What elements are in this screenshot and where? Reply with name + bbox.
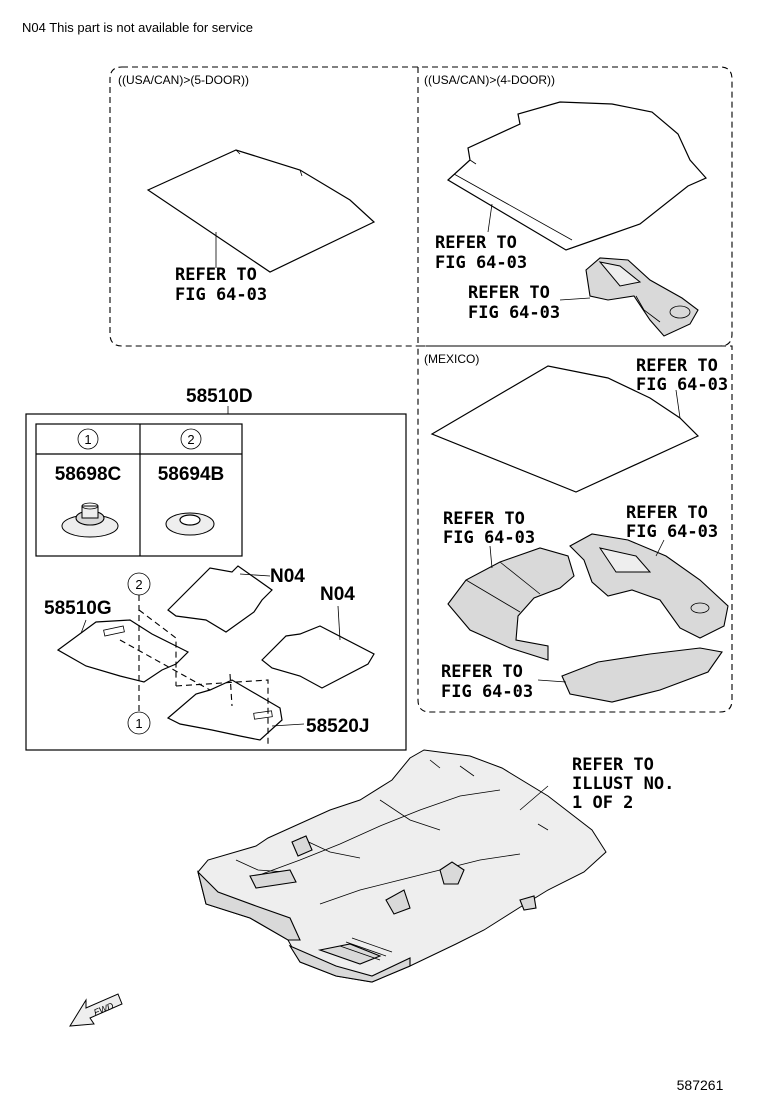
clip1-part-number: 58698C bbox=[55, 464, 122, 485]
floor-carpet-assembly bbox=[196, 749, 607, 983]
ref-4-door-board-line2: FIG 64-03 bbox=[435, 253, 527, 273]
illust-ref-line2: ILLUST NO. bbox=[572, 774, 674, 794]
ref-5-door-line2: FIG 64-03 bbox=[175, 285, 267, 305]
leader-4-door-board bbox=[487, 203, 493, 233]
section-label-4-door: ((USA/CAN)>(4-DOOR)) bbox=[424, 73, 555, 87]
ref-mexico-board-line1: REFER TO bbox=[636, 356, 718, 376]
clip2-index-circle bbox=[180, 428, 202, 450]
ref-mexico-bottom-line2: FIG 64-03 bbox=[441, 682, 533, 702]
callout-1-circle bbox=[127, 711, 151, 735]
ref-mexico-board-line2: FIG 64-03 bbox=[636, 375, 728, 395]
ref-mexico-box-line2: FIG 64-03 bbox=[626, 522, 718, 542]
leader-mexico-box bbox=[655, 539, 665, 557]
clip2-index: 2 bbox=[187, 432, 194, 447]
illust-ref-line3: 1 OF 2 bbox=[572, 793, 633, 813]
mat-front-58510G bbox=[56, 619, 190, 683]
mexico-group-border bbox=[417, 345, 733, 713]
leader-mat-rear bbox=[271, 723, 305, 727]
clip2-part-number: 58694B bbox=[158, 464, 225, 485]
callout-2: 2 bbox=[135, 577, 142, 592]
side-trim-mexico bbox=[447, 547, 575, 661]
tire-box-mexico bbox=[569, 533, 729, 639]
tire-box-4-door bbox=[585, 257, 699, 337]
deck-board-5-door bbox=[146, 149, 376, 273]
leader-n04-a bbox=[239, 573, 271, 577]
fwd-arrow-icon: FWD bbox=[69, 993, 123, 1027]
leader-4-door-box bbox=[559, 297, 591, 301]
kit-box bbox=[25, 413, 407, 751]
deck-board-4-door bbox=[446, 101, 707, 251]
ref-mexico-side-line1: REFER TO bbox=[443, 509, 525, 529]
clip2-drawing bbox=[165, 512, 215, 536]
ref-mexico-box-line1: REFER TO bbox=[626, 503, 708, 523]
ref-4-door-board-line1: REFER TO bbox=[435, 233, 517, 253]
clip1-index: 1 bbox=[84, 432, 91, 447]
mat-front-part-number: 58510G bbox=[44, 598, 112, 619]
mat-rear-58520J bbox=[166, 679, 283, 741]
mat-rear-part-number: 58520J bbox=[306, 716, 369, 737]
n04-label-b: N04 bbox=[320, 584, 355, 605]
ref-4-door-box-line2: FIG 64-03 bbox=[468, 303, 560, 323]
clip1-index-circle bbox=[77, 428, 99, 450]
section-label-mexico: (MEXICO) bbox=[424, 352, 479, 366]
leader-mexico-board bbox=[675, 389, 681, 419]
leader-mexico-side bbox=[489, 545, 493, 569]
fwd-label: FWD bbox=[92, 1000, 115, 1017]
clip-table bbox=[35, 423, 243, 557]
leader-floor-carpet bbox=[519, 785, 549, 811]
callout-1: 1 bbox=[135, 716, 142, 731]
ref-4-door-box-line1: REFER TO bbox=[468, 283, 550, 303]
ref-mexico-bottom-line1: REFER TO bbox=[441, 662, 523, 682]
diagram-code: 587261 bbox=[677, 1077, 724, 1093]
illust-ref-line1: REFER TO bbox=[572, 755, 654, 775]
n04-label-a: N04 bbox=[270, 566, 305, 587]
ref-mexico-side-line2: FIG 64-03 bbox=[443, 528, 535, 548]
mat-n04-lower bbox=[261, 625, 375, 689]
mat-n04-upper bbox=[167, 565, 273, 633]
deck-board-mexico bbox=[430, 365, 700, 493]
section-label-5-door: ((USA/CAN)>(5-DOOR)) bbox=[118, 73, 249, 87]
bottom-trim-mexico bbox=[561, 647, 723, 703]
ref-5-door-line1: REFER TO bbox=[175, 265, 257, 285]
mat-fastening-lines bbox=[119, 595, 269, 746]
clip1-drawing bbox=[61, 502, 119, 538]
header-note: N04 This part is not available for servi… bbox=[22, 20, 253, 35]
leader-mexico-bottom bbox=[537, 679, 567, 683]
kit-part-number: 58510D bbox=[186, 386, 253, 407]
leader-n04-b bbox=[337, 605, 341, 641]
